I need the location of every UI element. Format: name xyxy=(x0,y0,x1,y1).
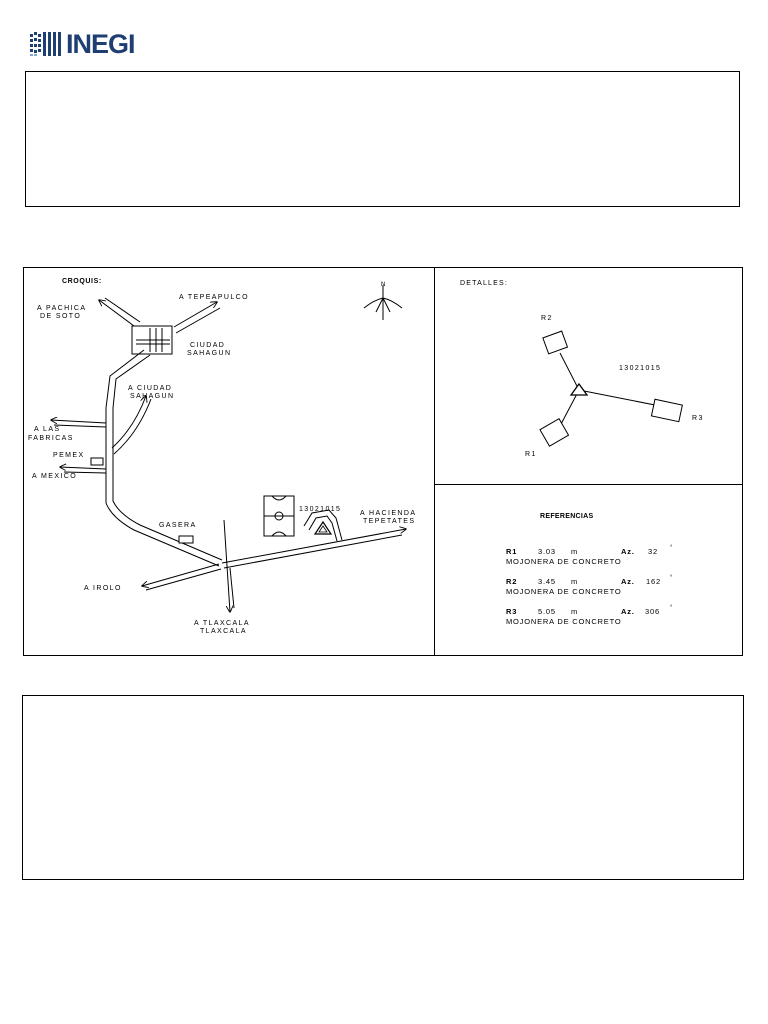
ref-deg: ° xyxy=(670,545,673,551)
inegi-logo-icon xyxy=(30,32,61,56)
ref-description: MOJONERA DE CONCRETO xyxy=(506,587,621,596)
ref-unit: m xyxy=(571,547,578,556)
label-pachica-2: DE SOTO xyxy=(40,313,81,320)
panel-horizontal-divider xyxy=(434,484,742,485)
label-hacienda-1: A HACIENDA xyxy=(360,510,416,517)
r1-marker-icon xyxy=(539,418,570,447)
label-fabricas-1: A LAS xyxy=(34,426,60,433)
panel-vertical-divider xyxy=(434,268,435,655)
station-detail-icon xyxy=(569,382,589,396)
inegi-logo: INEGI xyxy=(30,28,136,60)
ref-azimuth: 162 xyxy=(646,577,661,586)
roads xyxy=(51,297,406,612)
ref-distance: 3.45 xyxy=(538,577,556,586)
ref-distance: 5.05 xyxy=(538,607,556,616)
north-arrow-icon xyxy=(363,285,403,320)
ref-unit: m xyxy=(571,607,578,616)
ref-azimuth: 32 xyxy=(648,547,658,556)
label-pachica-1: A PACHICA xyxy=(37,305,86,312)
footer-info-box xyxy=(22,695,744,880)
label-ciudad-sahagun-1: CIUDAD xyxy=(190,342,225,349)
label-ciudad-sahagun-2: SAHAGUN xyxy=(187,350,231,357)
ref-distance: 3.03 xyxy=(538,547,556,556)
city-grid xyxy=(131,325,173,355)
detalles-sketch: DETALLES: 13021015 R1 R2 R3 xyxy=(460,280,704,458)
ref-az-label: Az. xyxy=(621,607,635,616)
ref-deg: ° xyxy=(670,575,673,581)
ref-id: R1 xyxy=(506,547,517,556)
label-tepeapulco: A TEPEAPULCO xyxy=(179,294,249,301)
label-tlaxcala-2: TLAXCALA xyxy=(200,628,247,635)
ref-azimuth: 306 xyxy=(645,607,660,616)
label-mexico: A MEXICO xyxy=(32,473,77,480)
detail-station-code: 13021015 xyxy=(619,365,661,372)
ref-row-r1: R1 3.03 m Az. 32 ° MOJONERA DE CONCRETO xyxy=(506,545,673,566)
r3-marker-icon xyxy=(650,398,683,423)
detail-r3-label: R3 xyxy=(692,415,704,422)
referencias-panel: REFERENCIAS R1 3.03 m Az. 32 ° MOJONERA … xyxy=(506,513,673,626)
reference-markers xyxy=(539,330,683,447)
ref-row-r3: R3 5.05 m Az. 306 ° MOJONERA DE CONCRETO xyxy=(506,605,673,626)
ref-id: R2 xyxy=(506,577,517,586)
gasera-building xyxy=(178,535,194,544)
ref-id: R3 xyxy=(506,607,517,616)
detail-r1-label: R1 xyxy=(525,451,537,458)
detalles-lines xyxy=(559,352,666,427)
label-hacienda-2: TEPETATES xyxy=(363,518,415,525)
detail-r2-label: R2 xyxy=(541,315,553,322)
croquis-sketch: CROQUIS: xyxy=(28,278,416,635)
ref-deg: ° xyxy=(670,605,673,611)
label-fabricas-2: FABRICAS xyxy=(28,435,74,442)
label-a-ciudad-sahagun-1: A CIUDAD xyxy=(128,385,172,392)
ref-description: MOJONERA DE CONCRETO xyxy=(506,557,621,566)
ref-description: MOJONERA DE CONCRETO xyxy=(506,617,621,626)
soccer-field xyxy=(263,495,295,537)
referencias-title: REFERENCIAS xyxy=(540,513,594,520)
station-marker-icon xyxy=(313,520,333,535)
label-tlaxcala-1: A TLAXCALA xyxy=(194,620,250,627)
label-gasera: GASERA xyxy=(159,522,197,529)
label-irolo: A IROLO xyxy=(84,585,122,592)
label-a-ciudad-sahagun-2: SAHAGUN xyxy=(130,393,174,400)
ref-row-r2: R2 3.45 m Az. 162 ° MOJONERA DE CONCRETO xyxy=(506,575,673,596)
r2-marker-icon xyxy=(542,330,569,355)
north-label: N xyxy=(381,282,387,288)
map-panel: CROQUIS: xyxy=(23,267,743,656)
header-info-box xyxy=(25,71,740,207)
logo-text: INEGI xyxy=(66,29,136,59)
label-station-code: 13021015 xyxy=(299,506,341,513)
croquis-title: CROQUIS: xyxy=(62,278,102,285)
ref-az-label: Az. xyxy=(621,547,635,556)
label-pemex: PEMEX xyxy=(53,452,85,459)
ref-az-label: Az. xyxy=(621,577,635,586)
pemex-building xyxy=(90,457,104,466)
ref-unit: m xyxy=(571,577,578,586)
detalles-title: DETALLES: xyxy=(460,280,508,287)
